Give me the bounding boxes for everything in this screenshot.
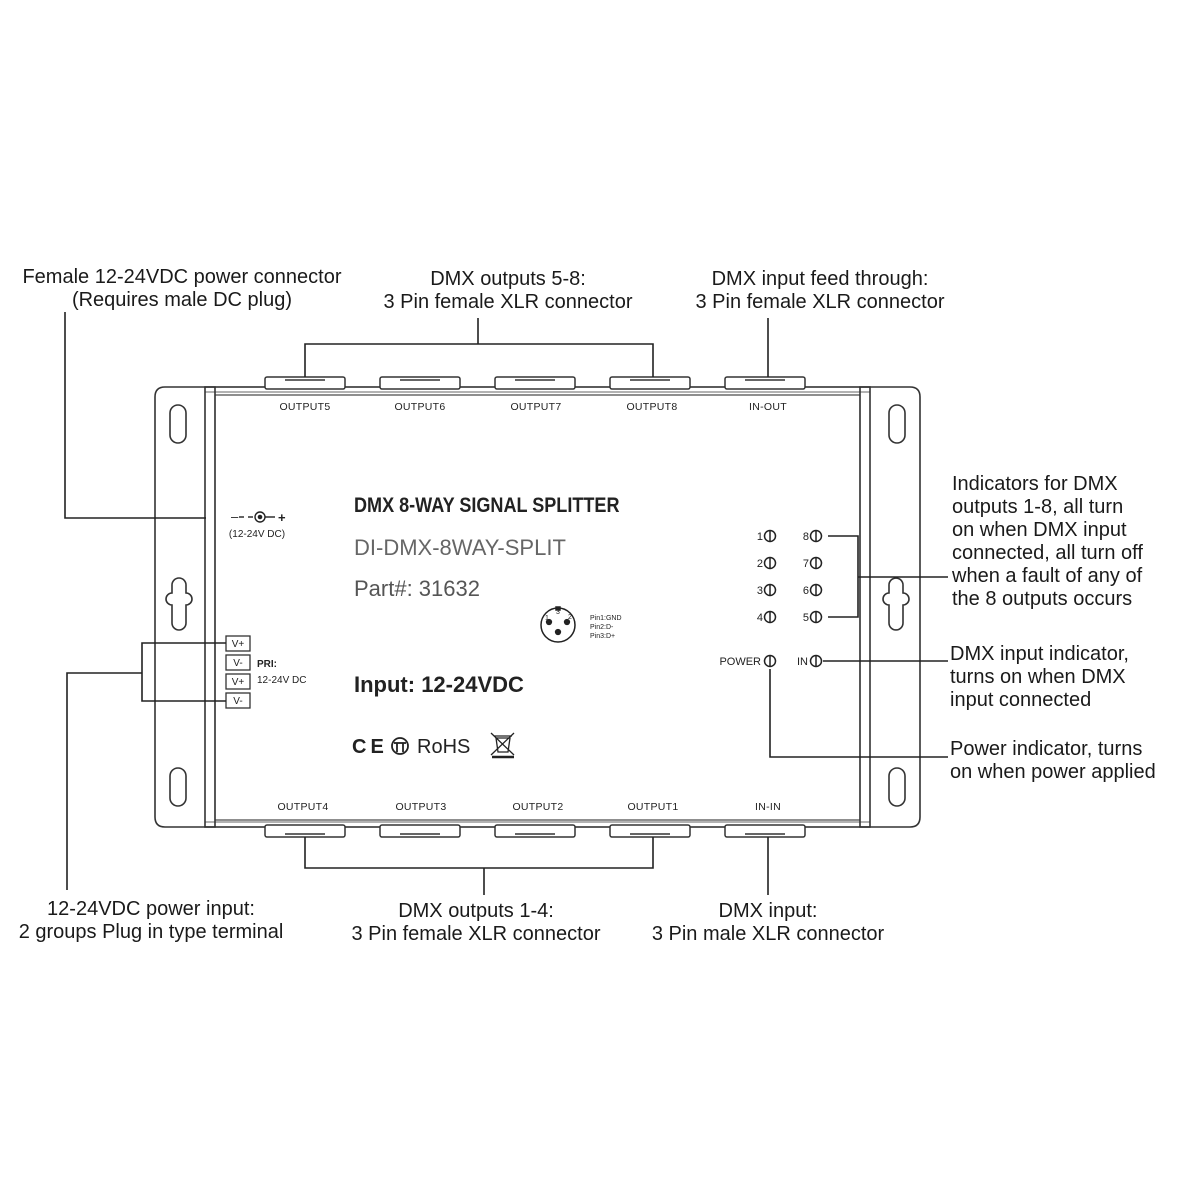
port-label-output4: OUTPUT4 [277,801,328,813]
callout-feed-through: DMX input feed through: 3 Pin female XLR… [695,268,945,313]
terminal-v-minus-1 [225,654,251,671]
housing-inner [214,394,861,821]
xlr-connector-in-in [724,824,806,838]
device-model: DI-DMX-8WAY-SPLIT [354,535,566,560]
ce-mark: C E [352,736,384,758]
dc-jack-label: (12-24V DC) [229,529,285,540]
xlr-connector-output7 [494,376,576,390]
svg-text:5: 5 [803,612,809,624]
port-label-in-in: IN-IN [755,801,781,813]
svg-text:V+: V+ [232,639,245,650]
callout-outputs-1-4: DMX outputs 1-4: 3 Pin female XLR connec… [351,900,601,945]
right-mounting-flange [859,386,921,828]
device-title: DMX 8-WAY SIGNAL SPLITTER [354,494,619,518]
svg-text:+: + [278,510,286,525]
leader-outputs-5-8 [304,343,654,377]
svg-text:8: 8 [803,531,809,543]
in-led-label: IN [797,656,808,668]
svg-text:2: 2 [757,558,763,570]
terminal-v-plus-2 [225,673,251,690]
svg-text:V-: V- [233,658,242,669]
svg-text:6: 6 [803,585,809,597]
svg-text:–: – [231,509,239,524]
callout-dc-connector: Female 12-24VDC power connector (Require… [22,266,342,311]
device-part-number: Part#: 31632 [354,576,480,601]
leader-outputs-1-4 [304,837,654,869]
xlr-connector-output6 [379,376,461,390]
device-input-rating: Input: 12-24VDC [354,672,524,697]
dc-jack-symbol [239,511,275,523]
port-label-output3: OUTPUT3 [395,801,446,813]
xlr-connector-output2 [494,824,576,838]
leader-indicators [828,535,859,618]
port-label-output7: OUTPUT7 [510,401,561,413]
port-label-output8: OUTPUT8 [626,401,677,413]
bottom-xlr-connectors [264,824,806,838]
top-xlr-connectors [264,376,806,390]
xlr-connector-in-out [724,376,806,390]
xlr-pin2-label: Pin2:D- [590,624,614,631]
svg-text:1: 1 [545,615,549,622]
leader-dc-connector [64,312,206,519]
tuv-mark-icon [391,737,409,755]
mount-hole [169,767,187,807]
housing-outer [204,386,871,828]
mount-hole [888,404,906,444]
xlr-connector-output5 [264,376,346,390]
left-mounting-flange [154,386,216,828]
terminal-block [225,635,251,709]
callout-outputs-5-8: DMX outputs 5-8: 3 Pin female XLR connec… [383,268,633,313]
svg-text:1: 1 [757,531,763,543]
pri-label: PRI: [257,659,277,670]
keyhole-slot [882,577,910,631]
mount-hole [169,404,187,444]
svg-text:2: 2 [568,614,572,621]
xlr-connector-output3 [379,824,461,838]
power-led-label: POWER [719,656,761,668]
leader-power-input [141,642,226,702]
xlr-pin1-label: Pin1:GND [590,615,622,622]
mount-hole [888,767,906,807]
rohs-mark: RoHS [417,736,470,758]
callout-power-indicator: Power indicator, turns on when power app… [950,738,1156,783]
certification-marks: C E RoHS [352,732,515,759]
port-label-output1: OUTPUT1 [627,801,678,813]
svg-text:V-: V- [233,696,242,707]
xlr-pin-diagram-icon [540,606,576,643]
output-indicator-leds: 1 2 3 4 8 7 6 5 POWER IN [719,529,823,668]
callout-input-indicator: DMX input indicator, turns on when DMX i… [950,643,1129,711]
leader-power-indicator [769,669,948,758]
leader-lines [64,312,948,895]
xlr-connector-output1 [609,824,691,838]
port-label-in-out: IN-OUT [749,401,787,413]
port-label-output6: OUTPUT6 [394,401,445,413]
keyhole-slot [165,577,193,631]
pri-voltage-label: 12-24V DC [257,675,306,686]
xlr-connector-output8 [609,376,691,390]
svg-text:4: 4 [757,612,763,624]
svg-text:7: 7 [803,558,809,570]
callout-indicators: Indicators for DMX outputs 1-8, all turn… [952,473,1143,610]
xlr-pin3-label: Pin3:D+ [590,633,615,640]
xlr-connector-output4 [264,824,346,838]
svg-text:3: 3 [556,609,560,616]
svg-text:3: 3 [757,585,763,597]
callout-dmx-input: DMX input: 3 Pin male XLR connector [651,900,885,945]
port-label-output5: OUTPUT5 [279,401,330,413]
port-label-output2: OUTPUT2 [512,801,563,813]
svg-text:V+: V+ [232,677,245,688]
callout-power-input: 12-24VDC power input: 2 groups Plug in t… [18,898,284,943]
weee-bin-icon [490,732,515,759]
